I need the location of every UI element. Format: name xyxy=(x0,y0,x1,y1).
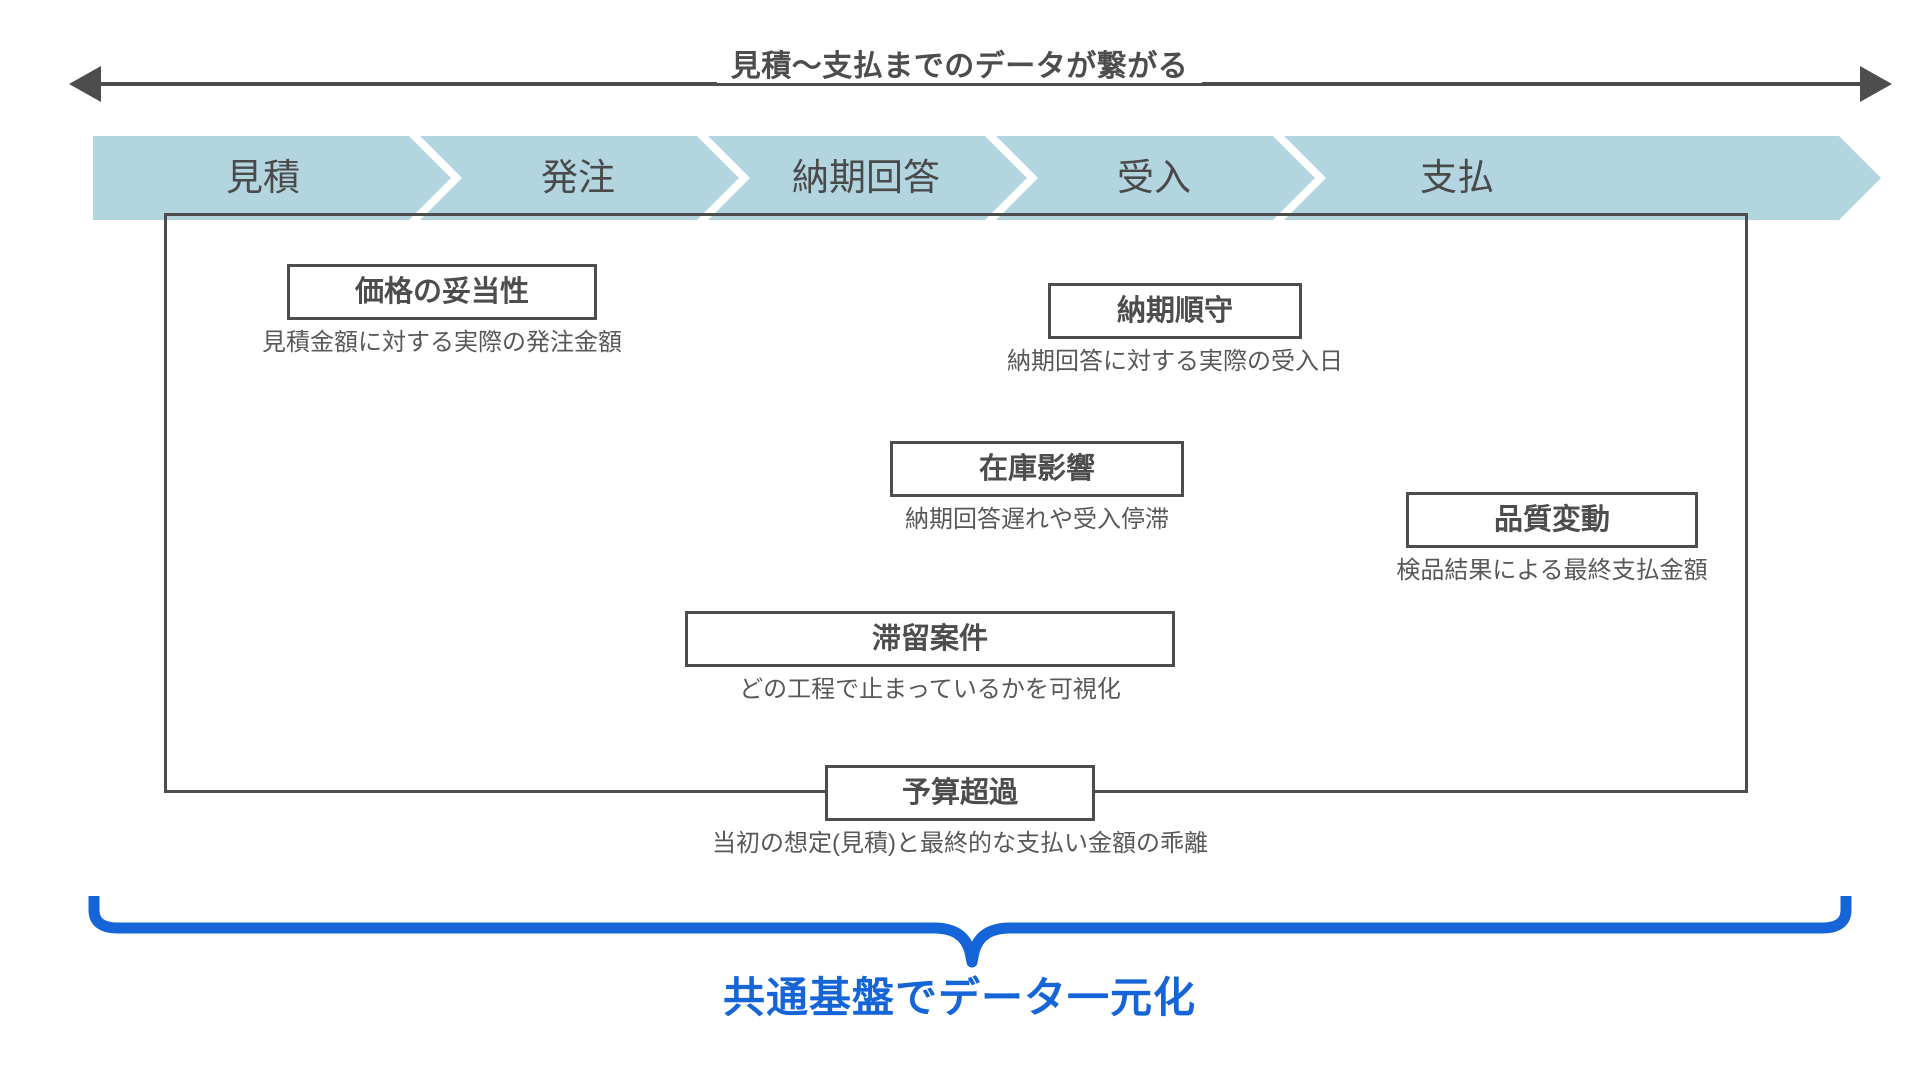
chevron-shape-4 xyxy=(996,136,1315,220)
chevron-shape-3 xyxy=(708,136,1027,220)
metric-title-stalled-cases[interactable]: 滞留案件 xyxy=(685,611,1175,667)
chevron-shape-2 xyxy=(420,136,739,220)
chevron-shape-5 xyxy=(1284,136,1881,220)
metric-inventory-impact[interactable]: 在庫影響 納期回答遅れや受入停滞 xyxy=(827,441,1247,535)
metric-title-inventory-impact[interactable]: 在庫影響 xyxy=(890,441,1184,497)
metric-price-validity[interactable]: 価格の妥当性 見積金額に対する実際の発注金額 xyxy=(232,264,652,358)
metric-quality-variation[interactable]: 品質変動 検品結果による最終支払金額 xyxy=(1352,492,1752,586)
metric-title-budget-overrun[interactable]: 予算超過 xyxy=(825,765,1095,821)
metric-budget-overrun[interactable]: 予算超過 当初の想定(見積)と最終的な支払い金額の乖離 xyxy=(660,765,1260,859)
metric-stalled-cases[interactable]: 滞留案件 どの工程で止まっているかを可視化 xyxy=(680,611,1180,705)
footer-headline: 共通基盤でデータ一元化 xyxy=(722,974,1196,1021)
span-arrow-label: 見積〜支払までのデータが繋がる xyxy=(0,50,1919,83)
metric-caption-budget-overrun: 当初の想定(見積)と最終的な支払い金額の乖離 xyxy=(712,830,1208,857)
chevron-shape-1 xyxy=(93,136,451,220)
metric-delivery-compliance[interactable]: 納期順守 納期回答に対する実際の受入日 xyxy=(965,283,1385,377)
process-step-label-4[interactable]: 受入 xyxy=(1117,157,1191,198)
metric-caption-stalled-cases: どの工程で止まっているかを可視化 xyxy=(739,676,1121,703)
metric-caption-price-validity: 見積金額に対する実際の発注金額 xyxy=(262,329,622,356)
blue-brace xyxy=(88,896,1852,968)
process-band: 見積 発注 納期回答 受入 支払 xyxy=(93,136,1881,220)
metric-title-quality-variation[interactable]: 品質変動 xyxy=(1406,492,1698,548)
metric-title-delivery-compliance[interactable]: 納期順守 xyxy=(1048,283,1302,339)
metric-caption-quality-variation: 検品結果による最終支払金額 xyxy=(1396,557,1708,584)
process-step-label-3[interactable]: 納期回答 xyxy=(792,157,940,198)
process-step-label-1[interactable]: 見積 xyxy=(226,157,300,198)
span-arrow-label-text: 見積〜支払までのデータが繋がる xyxy=(716,50,1203,83)
metric-title-price-validity[interactable]: 価格の妥当性 xyxy=(287,264,597,320)
process-step-label-2[interactable]: 発注 xyxy=(541,157,615,198)
metric-caption-inventory-impact: 納期回答遅れや受入停滞 xyxy=(905,506,1169,533)
metric-caption-delivery-compliance: 納期回答に対する実際の受入日 xyxy=(1007,348,1343,375)
process-band-shapes xyxy=(93,136,1881,220)
process-step-label-5[interactable]: 支払 xyxy=(1420,157,1494,198)
